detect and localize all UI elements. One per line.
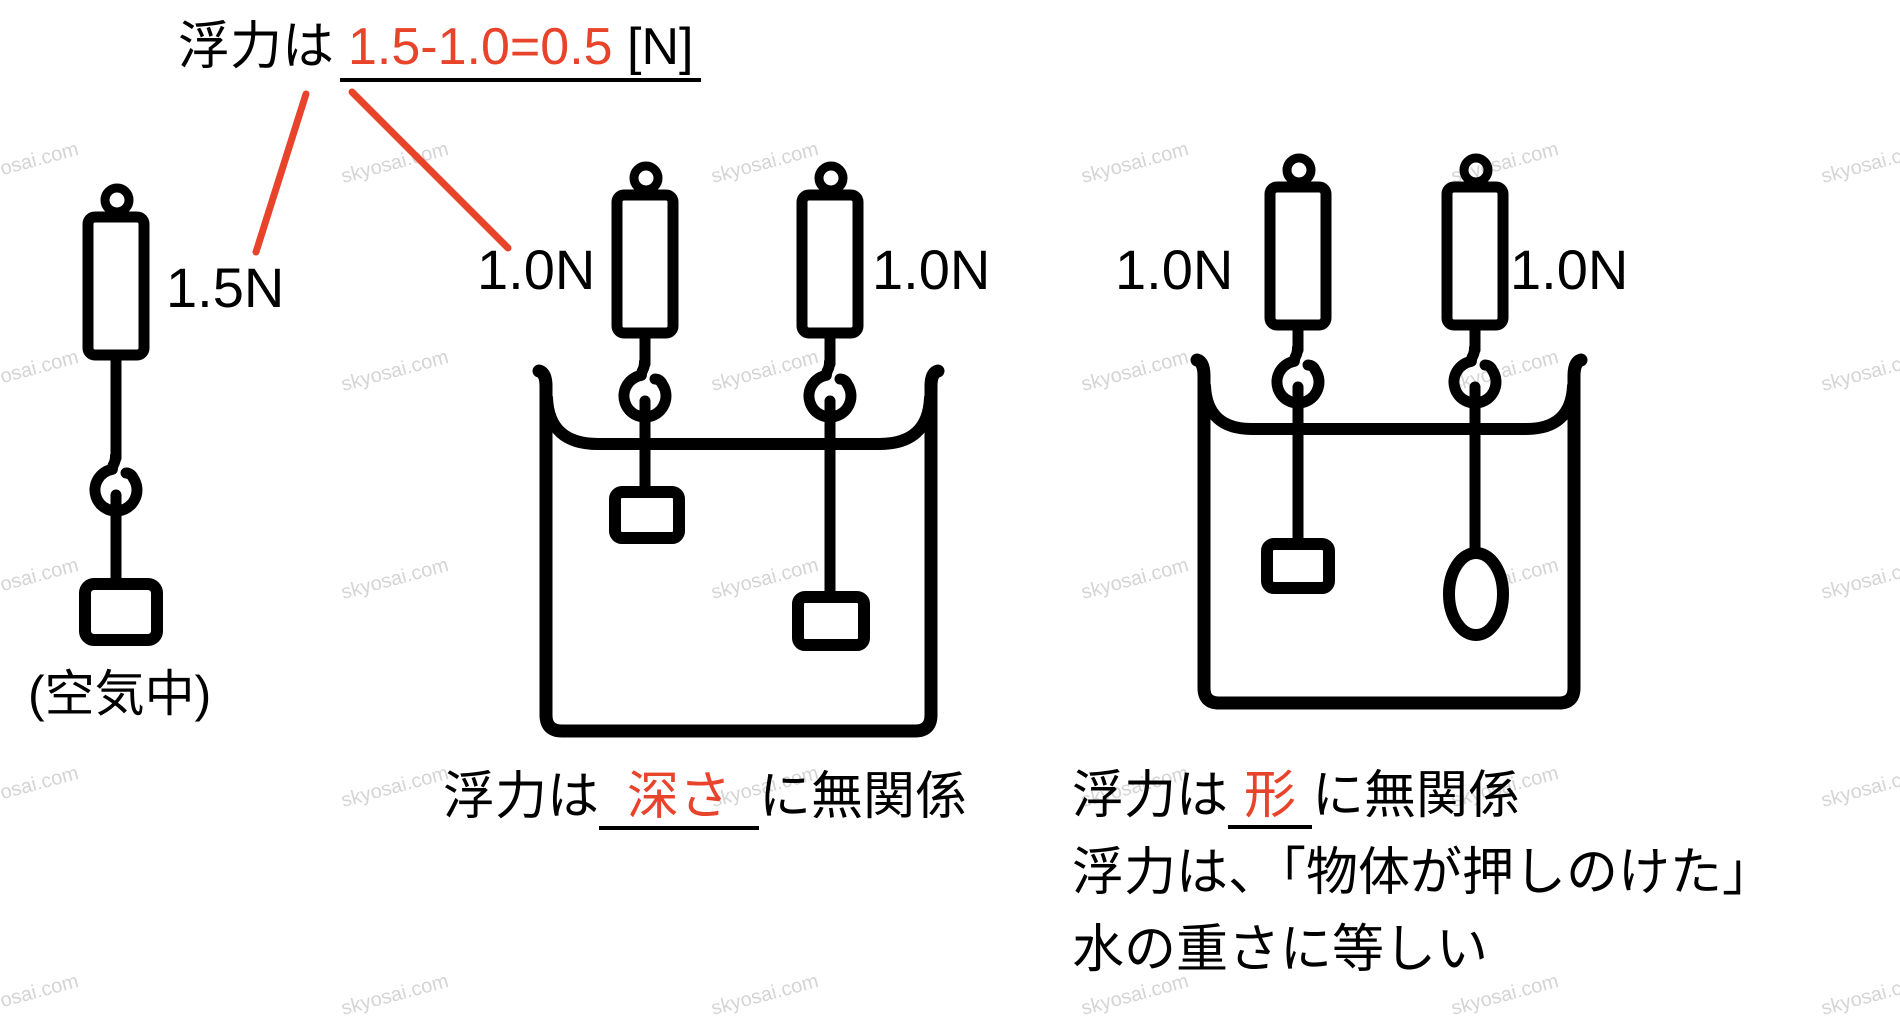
shape-right-scale-reading: 1.0N	[1510, 238, 1629, 301]
air-spring-scale-drawing	[79, 188, 163, 646]
shape-water-surface	[1199, 380, 1579, 435]
shape-caption-suffix: に無関係	[1312, 767, 1521, 825]
depth-right-scale-reading: 1.0N	[872, 238, 991, 301]
shape-spring-scale-oval	[1443, 158, 1509, 641]
shape-caption: 浮力は形に無関係	[1072, 758, 1774, 835]
pointer-line-to-depth-scale	[348, 88, 512, 252]
depth-water-surface	[541, 392, 936, 450]
shape-beaker-glass	[1190, 353, 1588, 710]
pointer-line-to-air-scale	[252, 90, 310, 256]
buoyancy-note-line2: 水の重さに等しい	[1072, 921, 1489, 979]
depth-weight-shallow	[609, 486, 685, 544]
air-weight	[79, 578, 163, 646]
buoyancy-note-line1: 浮力は、「物体が押しのけた」	[1072, 844, 1775, 902]
formula-pointer-lines	[252, 88, 512, 256]
depth-caption-prefix: 浮力は	[443, 768, 600, 826]
shape-notes: 浮力は形に無関係 浮力は、「物体が押しのけた」 水の重さに等しい	[1072, 758, 1774, 989]
depth-weight-deep	[792, 591, 870, 651]
shape-spring-scale-block	[1261, 158, 1335, 594]
formula-blank: 1.5-1.0=0.5 [N]	[340, 18, 702, 82]
formula-prefix: 浮力は	[178, 18, 335, 76]
depth-caption-blank: 深さ	[599, 768, 760, 831]
depth-beaker-glass	[532, 364, 945, 738]
shape-beaker	[1190, 353, 1588, 710]
depth-caption-answer: 深さ	[627, 768, 732, 826]
air-scale-reading: 1.5N	[166, 256, 285, 319]
air-caption: (空気中)	[28, 666, 212, 722]
depth-caption-suffix: に無関係	[759, 768, 968, 826]
shape-weight-oval	[1443, 547, 1509, 641]
shape-caption-blank: 形	[1228, 767, 1313, 830]
shape-weight-block	[1261, 538, 1335, 594]
depth-beaker	[532, 364, 945, 738]
depth-left-scale-reading: 1.0N	[477, 238, 596, 301]
depth-spring-scale-deep	[792, 166, 870, 651]
shape-left-scale-reading: 1.0N	[1115, 238, 1234, 301]
formula-value: 1.5-1.0=0.5	[348, 18, 613, 76]
shape-caption-prefix: 浮力は	[1072, 767, 1229, 825]
depth-spring-scale-shallow	[609, 166, 685, 544]
formula-unit: [N]	[627, 18, 694, 76]
shape-caption-answer: 形	[1244, 767, 1297, 825]
depth-caption: 浮力は深さに無関係	[443, 768, 968, 831]
